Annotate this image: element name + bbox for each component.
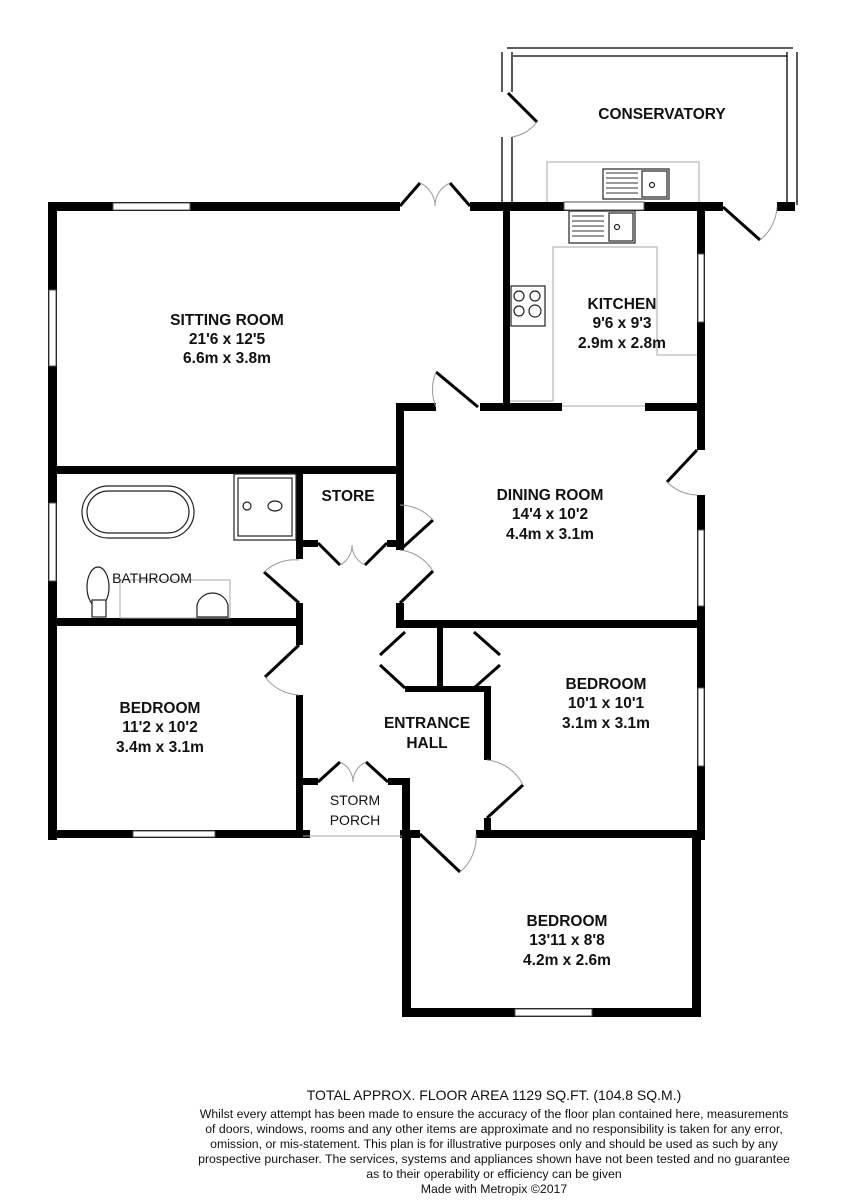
shower-icon — [233, 473, 297, 541]
room-label-dining-room: DINING ROOM — [497, 487, 604, 504]
total-floor-area: TOTAL APPROX. FLOOR AREA 1129 SQ.FT. (10… — [307, 1087, 682, 1103]
room-label-storm-porch: STORM — [330, 792, 380, 808]
conservatory-walls — [501, 47, 798, 205]
disclaimer-line: Whilst every attempt has been made to en… — [200, 1107, 789, 1121]
doors — [263, 182, 778, 874]
footer: TOTAL APPROX. FLOOR AREA 1129 SQ.FT. (10… — [198, 1087, 790, 1196]
room-label-kitchen: KITCHEN — [588, 296, 657, 313]
disclaimer-line: as to their operability or efficiency ca… — [366, 1167, 622, 1181]
windows — [48, 201, 705, 1017]
disclaimer-line: prospective purchaser. The services, sys… — [198, 1152, 790, 1166]
room-size-imperial: 11'2 x 10'2 — [122, 719, 197, 736]
bathtub-icon — [81, 485, 195, 539]
room-label-conservatory: CONSERVATORY — [598, 106, 726, 123]
walls — [48, 202, 795, 1017]
basin-icon — [119, 579, 231, 619]
credit: Made with Metropix ©2017 — [421, 1182, 568, 1196]
room-label-entrance-hall: ENTRANCE — [384, 715, 470, 732]
disclaimer-line: of doors, windows, rooms and any other i… — [205, 1122, 783, 1136]
room-size-metric: 2.9m x 2.8m — [578, 335, 666, 352]
room-size-metric: 4.4m x 3.1m — [506, 526, 594, 543]
room-label-store: STORE — [321, 488, 374, 505]
room-label-bedroom: BEDROOM — [120, 700, 201, 717]
hob-icon — [510, 285, 546, 327]
room-label-storm-porch: PORCH — [330, 812, 381, 828]
room-label-bedroom: BEDROOM — [566, 676, 647, 693]
room-label-bathroom: BATHROOM — [112, 570, 192, 586]
conservatory-door — [506, 91, 539, 138]
room-size-imperial: 14'4 x 10'2 — [512, 506, 588, 523]
room-size-metric: 6.6m x 3.8m — [183, 350, 271, 367]
room-label-sitting-room: SITTING ROOM — [170, 312, 284, 329]
room-size-imperial: 9'6 x 9'3 — [592, 315, 651, 332]
toilet-icon — [86, 566, 110, 618]
room-label-bedroom: BEDROOM — [527, 913, 608, 930]
room-size-metric: 4.2m x 2.6m — [523, 952, 611, 969]
room-size-imperial: 13'11 x 8'8 — [529, 932, 605, 949]
room-label-entrance-hall: HALL — [406, 735, 447, 752]
kitchen-counters — [510, 161, 700, 402]
sink-icon — [568, 210, 636, 244]
room-size-metric: 3.4m x 3.1m — [116, 739, 204, 756]
disclaimer-line: omission, or mis-statement. This plan is… — [210, 1137, 779, 1151]
room-size-imperial: 10'1 x 10'1 — [568, 695, 645, 712]
room-size-imperial: 21'6 x 12'5 — [189, 331, 266, 348]
room-size-metric: 3.1m x 3.1m — [562, 715, 650, 732]
sink-icon — [602, 168, 670, 200]
